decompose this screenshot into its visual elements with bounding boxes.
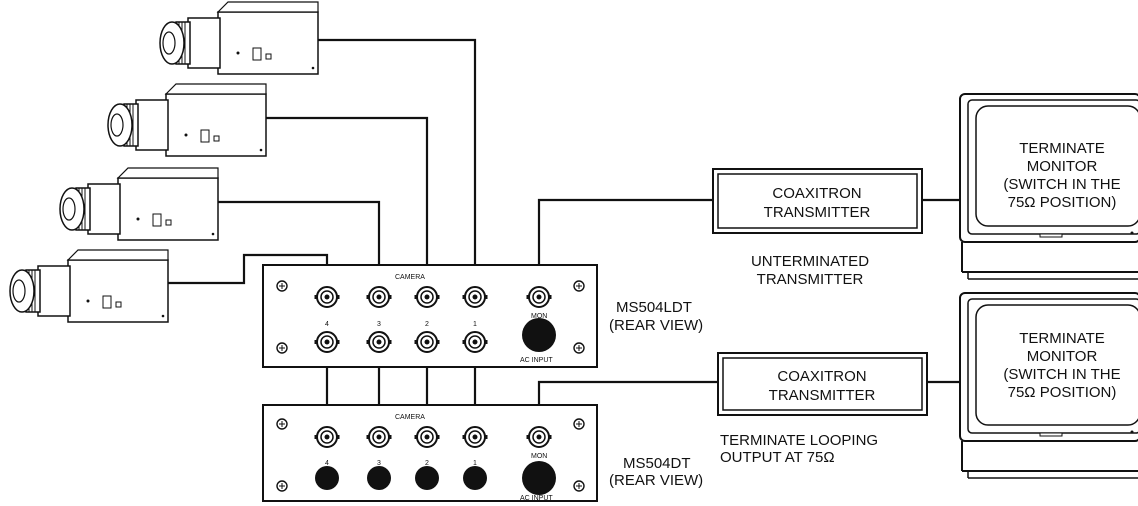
port-number-2: 2 <box>425 460 429 467</box>
mon-label: MON <box>531 313 547 320</box>
monitor-top: TERMINATE MONITOR (SWITCH IN THE 75Ω POS… <box>959 93 1138 280</box>
monitor-line-2: MONITOR <box>1027 158 1098 175</box>
camera-label: CAMERA <box>395 274 425 281</box>
ac-input-plug <box>522 318 556 352</box>
upper-view-label: (REAR VIEW) <box>609 317 703 334</box>
port-number-1: 1 <box>473 321 477 328</box>
camera-3 <box>59 167 219 241</box>
cable-mon-to-transmitter-top <box>537 198 713 290</box>
transmitter-line-1: COAXITRON <box>772 185 861 202</box>
cap-3 <box>367 466 391 490</box>
ac-input-label: AC INPUT <box>520 357 553 364</box>
transmitter-line-2: TRANSMITTER <box>764 204 871 221</box>
mon-label: MON <box>531 453 547 460</box>
cap-1 <box>463 466 487 490</box>
camera-4 <box>9 249 169 323</box>
transmitter-bottom-caption-1: TERMINATE LOOPING <box>720 432 878 449</box>
monitor-line-4: 75Ω POSITION) <box>1008 384 1117 401</box>
ac-input-label: AC INPUT <box>520 495 553 502</box>
transmitter-bottom-caption-2: OUTPUT AT 75Ω <box>720 449 835 466</box>
cable-camera-2 <box>266 116 429 290</box>
monitor-line-3: (SWITCH IN THE <box>1003 176 1120 193</box>
camera-2 <box>107 83 267 157</box>
ac-input-plug <box>522 461 556 495</box>
port-number-3: 3 <box>377 321 381 328</box>
port-number-4: 4 <box>325 460 329 467</box>
monitor-line-2: MONITOR <box>1027 348 1098 365</box>
upper-switcher-panel: CAMERA 4 3 2 1 MON AC INPUT <box>262 264 598 368</box>
monitor-line-3: (SWITCH IN THE <box>1003 366 1120 383</box>
port-number-1: 1 <box>473 460 477 467</box>
cap-2 <box>415 466 439 490</box>
upper-model-label: MS504LDT <box>616 299 692 316</box>
port-number-3: 3 <box>377 460 381 467</box>
port-number-2: 2 <box>425 321 429 328</box>
monitor-bottom: TERMINATE MONITOR (SWITCH IN THE 75Ω POS… <box>959 292 1138 479</box>
cap-4 <box>315 466 339 490</box>
lower-model-label: MS504DT <box>623 455 691 472</box>
camera-label: CAMERA <box>395 414 425 421</box>
monitor-line-4: 75Ω POSITION) <box>1008 194 1117 211</box>
transmitter-line-1: COAXITRON <box>777 368 866 385</box>
cable-camera-1 <box>318 38 477 290</box>
lower-view-label: (REAR VIEW) <box>609 472 703 489</box>
monitor-line-1: TERMINATE <box>1019 140 1105 157</box>
camera-1 <box>159 1 319 75</box>
port-number-4: 4 <box>325 321 329 328</box>
lower-switcher-panel: CAMERA 4 3 2 1 MON AC INPUT <box>262 404 598 502</box>
transmitter-top-caption-2: TRANSMITTER <box>757 271 864 288</box>
monitor-line-1: TERMINATE <box>1019 330 1105 347</box>
transmitter-top: COAXITRON TRANSMITTER <box>712 168 923 234</box>
transmitter-top-caption-1: UNTERMINATED <box>751 253 869 270</box>
transmitter-bottom: COAXITRON TRANSMITTER <box>717 352 928 416</box>
transmitter-line-2: TRANSMITTER <box>769 387 876 404</box>
cable-camera-3 <box>218 200 381 290</box>
